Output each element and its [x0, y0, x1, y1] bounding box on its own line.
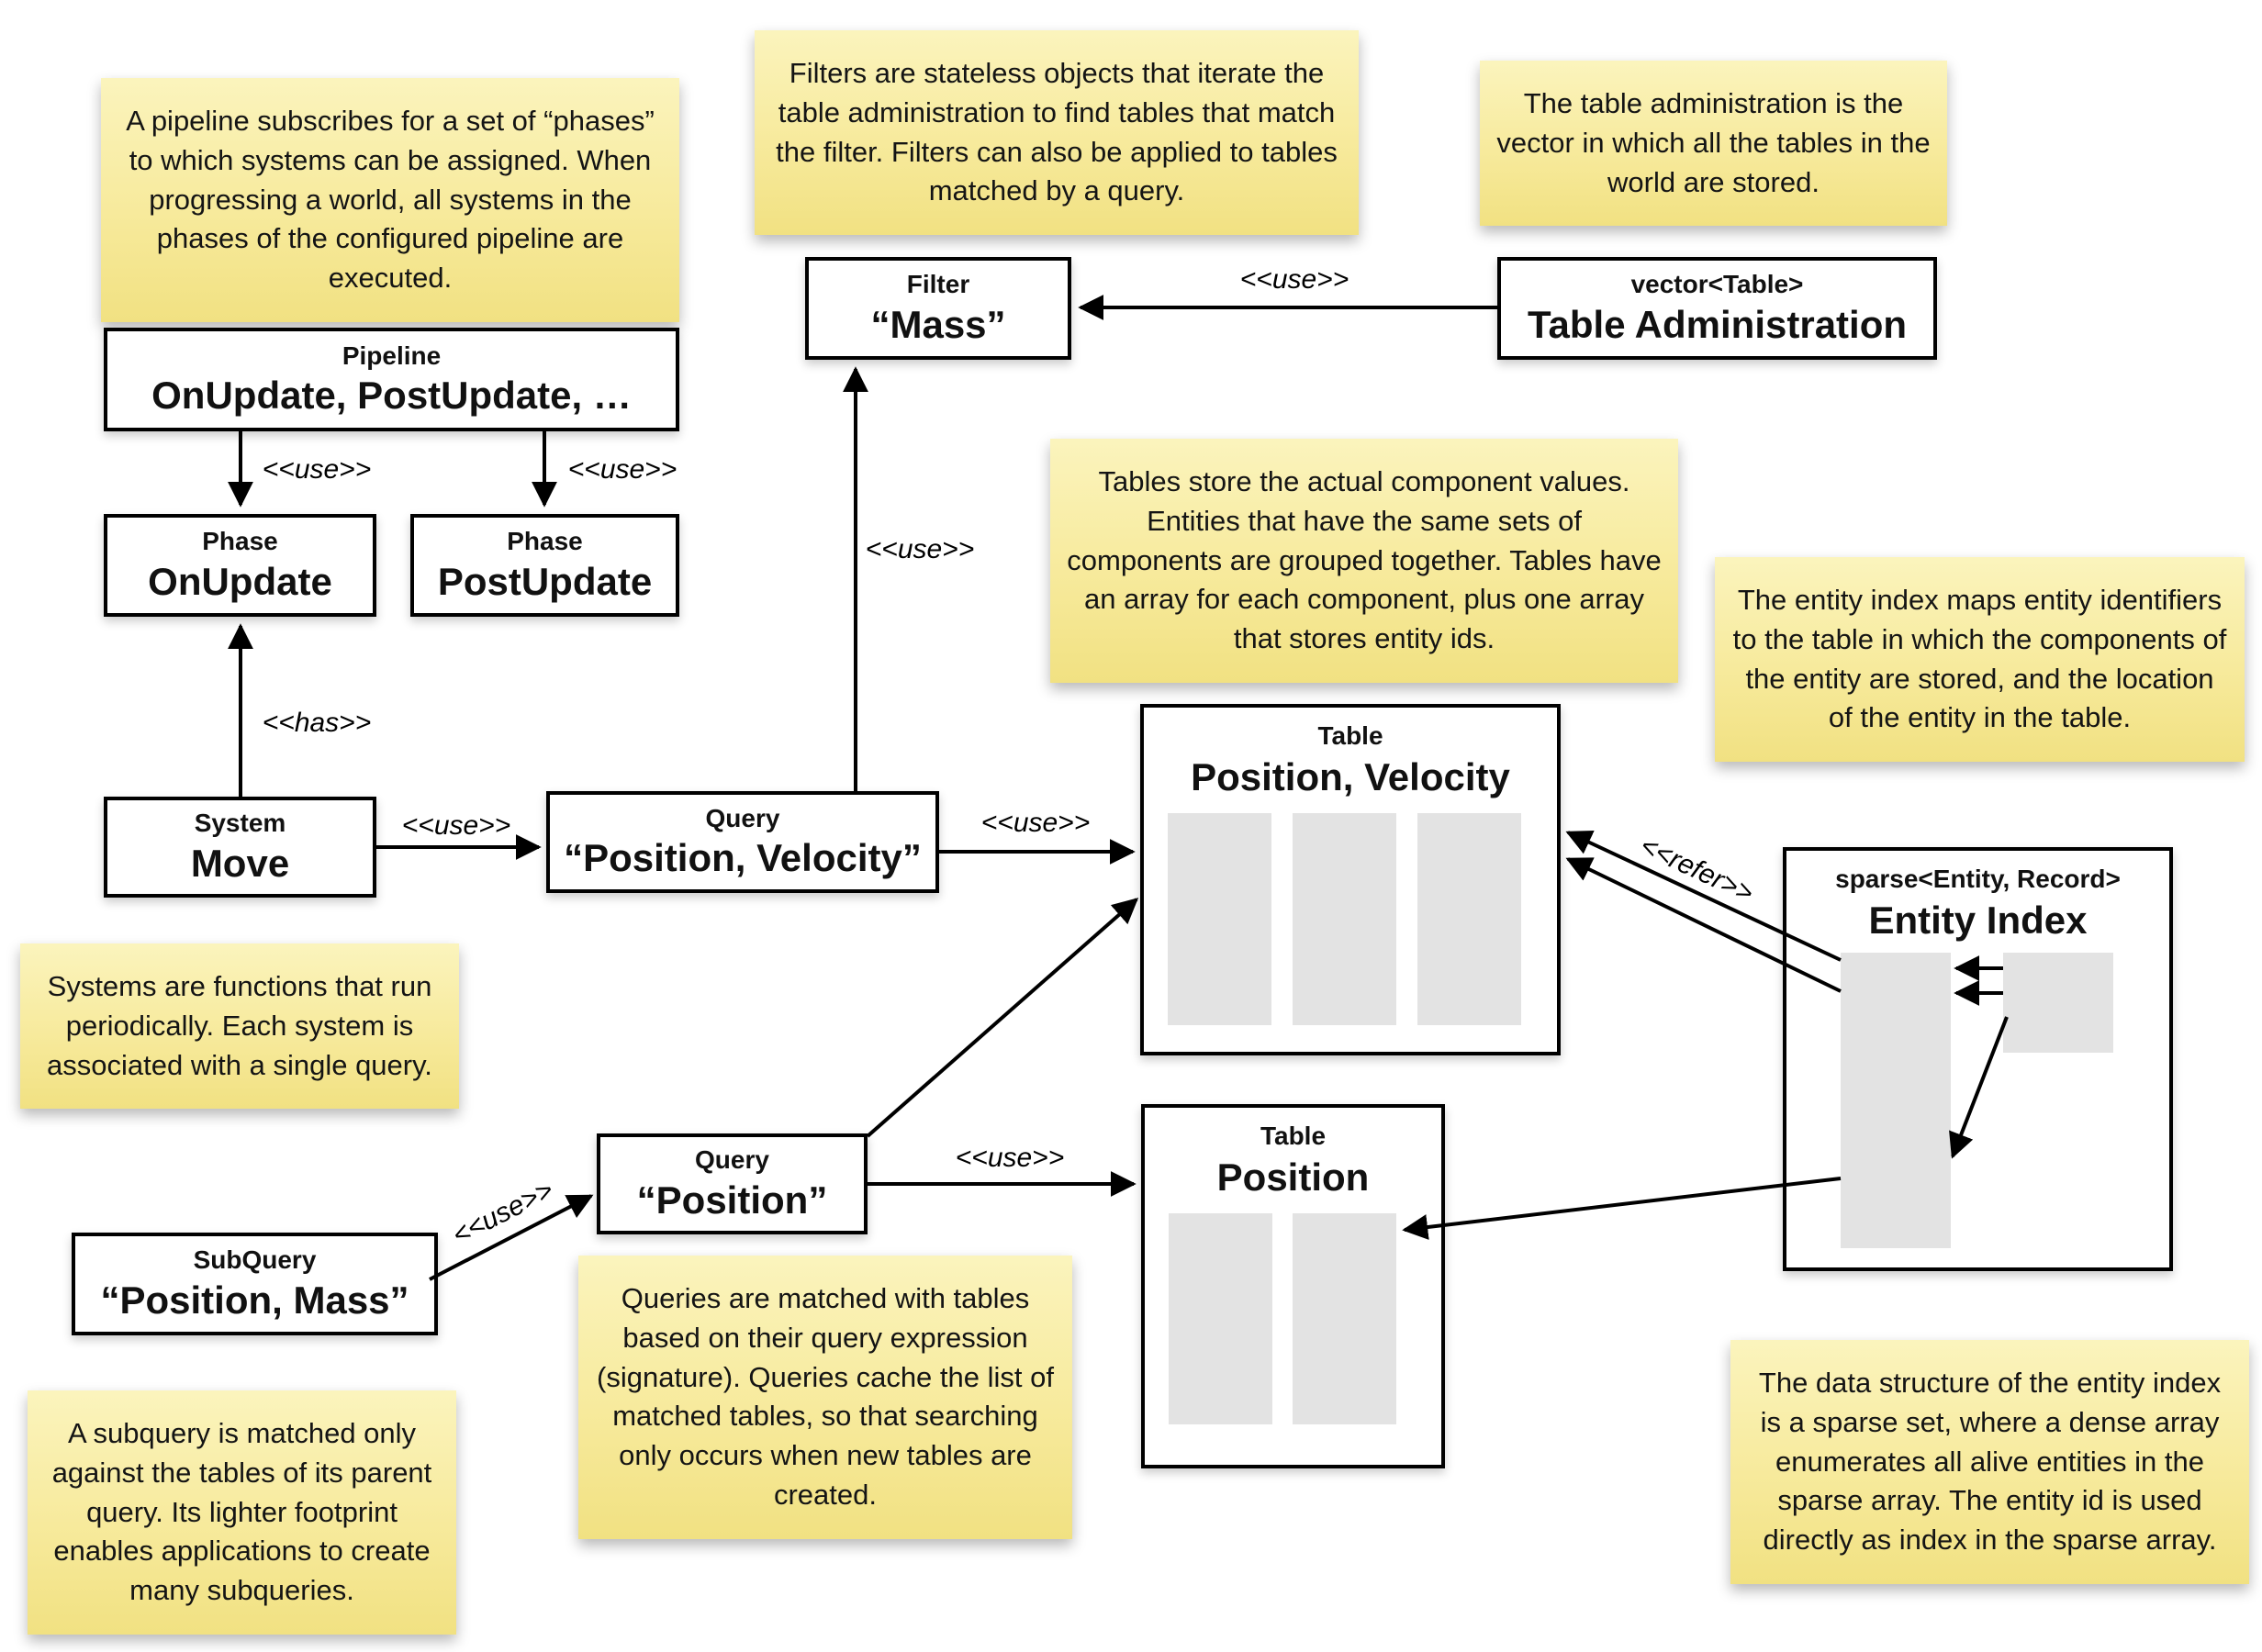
- node-pipeline: Pipeline OnUpdate, PostUpdate, …: [104, 328, 679, 431]
- component-array: [1169, 1213, 1272, 1424]
- component-array: [1293, 813, 1396, 1025]
- node-query-position-velocity: Query “Position, Velocity”: [546, 791, 939, 893]
- edge-label-use-pipeline-onupdate: <<use>>: [262, 454, 372, 485]
- edge-label-refer-entityindex-tablepv: <<refer>>: [1635, 830, 1758, 910]
- note-pipeline: A pipeline subscribes for a set of “phas…: [101, 78, 679, 322]
- edge-label-has-system-phase: <<has>>: [262, 708, 372, 738]
- node-subquery-position-mass-name: “Position, Mass”: [100, 1278, 409, 1322]
- node-pipeline-name: OnUpdate, PostUpdate, …: [151, 374, 632, 418]
- node-entity-index-name: Entity Index: [1868, 898, 2088, 942]
- node-entity-index-type: sparse<Entity, Record>: [1835, 865, 2121, 893]
- node-phase-postupdate: Phase PostUpdate: [410, 514, 679, 617]
- component-array: [1168, 813, 1271, 1025]
- node-phase-onupdate: Phase OnUpdate: [104, 514, 376, 617]
- node-table-position-velocity-type: Table: [1317, 721, 1383, 750]
- node-table-administration: vector<Table> Table Administration: [1497, 257, 1937, 360]
- node-filter-mass-name: “Mass”: [870, 302, 1006, 346]
- node-filter-mass: Filter “Mass”: [805, 257, 1071, 360]
- node-table-administration-name: Table Administration: [1527, 302, 1908, 346]
- node-system-move: System Move: [104, 797, 376, 898]
- arrow-query-pos-to-table-pv: [866, 898, 1139, 1138]
- node-phase-onupdate-type: Phase: [202, 527, 278, 555]
- node-subquery-position-mass-type: SubQuery: [193, 1245, 317, 1274]
- node-phase-postupdate-type: Phase: [507, 527, 583, 555]
- arrow-entityindex-to-table-pos: [1402, 1177, 1842, 1240]
- node-query-position-velocity-type: Query: [705, 803, 780, 832]
- edge-label-use-query-filter: <<use>>: [865, 534, 975, 564]
- node-query-position: Query “Position”: [597, 1133, 868, 1234]
- entity-id-array: [1417, 813, 1521, 1025]
- node-table-position-velocity: Table Position, Velocity: [1140, 704, 1561, 1055]
- node-table-position: Table Position: [1141, 1104, 1445, 1468]
- node-system-move-name: Move: [190, 841, 290, 885]
- node-query-position-velocity-name: “Position, Velocity”: [564, 836, 922, 880]
- node-phase-onupdate-name: OnUpdate: [148, 559, 332, 603]
- note-queries: Queries are matched with tables based on…: [578, 1256, 1072, 1539]
- node-query-position-type: Query: [695, 1145, 769, 1174]
- edge-label-use-querypv-tablepv: <<use>>: [980, 808, 1091, 838]
- edge-label-use-tableadmin-filter: <<use>>: [1239, 264, 1349, 295]
- edge-label-use-querypos-tablepos: <<use>>: [955, 1143, 1065, 1173]
- note-filters: Filters are stateless objects that itera…: [755, 30, 1359, 236]
- entity-id-array: [1293, 1213, 1396, 1424]
- node-table-position-velocity-name: Position, Velocity: [1191, 754, 1510, 798]
- node-pipeline-type: Pipeline: [342, 340, 442, 370]
- node-subquery-position-mass: SubQuery “Position, Mass”: [72, 1233, 438, 1335]
- note-subquery: A subquery is matched only against the t…: [28, 1390, 456, 1635]
- node-phase-postupdate-name: PostUpdate: [437, 559, 653, 603]
- edge-label-use-system-query: <<use>>: [401, 810, 511, 841]
- node-entity-index: sparse<Entity, Record> Entity Index: [1783, 847, 2173, 1271]
- note-entity-index-structure: The data structure of the entity index i…: [1730, 1340, 2249, 1584]
- note-entity-index: The entity index maps entity identifiers…: [1715, 557, 2245, 763]
- node-table-position-name: Position: [1216, 1155, 1370, 1199]
- edge-label-use-subquery-querypos: <<use>>: [447, 1174, 559, 1252]
- note-tables: Tables store the actual component values…: [1050, 439, 1678, 683]
- node-table-position-type: Table: [1260, 1122, 1327, 1150]
- dense-array: [2003, 953, 2113, 1053]
- edge-label-use-pipeline-postupdate: <<use>>: [567, 454, 677, 485]
- node-query-position-name: “Position”: [636, 1178, 828, 1222]
- node-system-move-type: System: [194, 809, 286, 837]
- node-filter-mass-type: Filter: [906, 270, 970, 298]
- note-systems: Systems are functions that run periodica…: [20, 943, 459, 1110]
- note-table-administration: The table administration is the vector i…: [1480, 61, 1947, 227]
- node-table-administration-type: vector<Table>: [1630, 270, 1804, 298]
- sparse-array: [1841, 953, 1951, 1248]
